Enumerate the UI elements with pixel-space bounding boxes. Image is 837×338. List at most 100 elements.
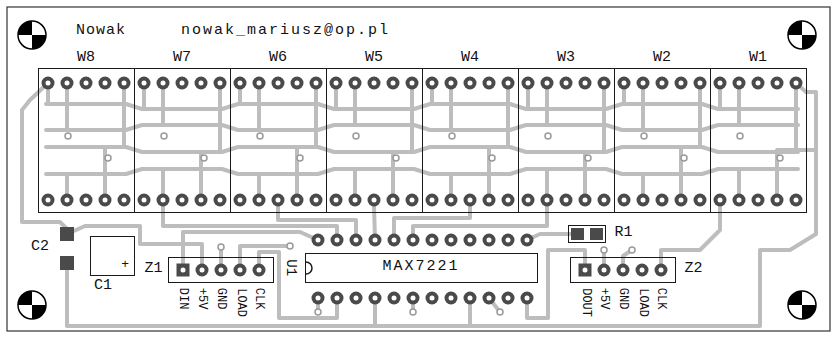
solder-pad (636, 264, 649, 277)
solder-pad (598, 264, 611, 277)
solder-pad (560, 194, 573, 207)
pad-hole (640, 268, 645, 273)
pad-copper (521, 234, 534, 247)
via (681, 155, 687, 161)
copper-trace (698, 83, 702, 147)
pad-hole (373, 296, 378, 301)
mark-ring (788, 21, 816, 49)
copper-trace (259, 252, 337, 318)
solder-pad (790, 194, 803, 207)
pad-hole (353, 198, 358, 203)
solder-pad (637, 194, 650, 207)
pad-hole (679, 81, 684, 86)
pad-hole (506, 81, 511, 86)
solder-pad (752, 194, 765, 207)
solder-pad (387, 77, 400, 90)
pad-hole (353, 81, 358, 86)
pad-copper (771, 77, 784, 90)
pad-hole (718, 81, 723, 86)
copper-trace (794, 83, 798, 152)
solder-pad (80, 77, 93, 90)
pad-copper (331, 292, 344, 305)
pad-copper (502, 292, 515, 305)
pad-copper (196, 264, 209, 277)
solder-pad (272, 194, 285, 207)
pad-copper (598, 194, 611, 207)
pad-copper (177, 264, 190, 277)
pad-hole (526, 198, 531, 203)
author-name: Nowak (75, 23, 127, 40)
pad-copper (349, 77, 362, 90)
copper-trace (410, 83, 414, 152)
solder-pad (733, 194, 746, 207)
capacitor-outline: C1+ (90, 236, 135, 276)
pad-copper (464, 292, 477, 305)
pad-copper (541, 194, 554, 207)
via (393, 155, 399, 161)
pad-hole (564, 81, 569, 86)
copper-trace (218, 83, 222, 152)
solder-pad (541, 194, 554, 207)
pad-hole (506, 296, 511, 301)
pin-name: CLK (252, 287, 265, 311)
pad-hole (257, 81, 262, 86)
mark-quadrant (18, 291, 32, 305)
pad-copper (80, 194, 93, 207)
pad-hole (602, 81, 607, 86)
pad-copper (234, 77, 247, 90)
pad-hole (219, 268, 224, 273)
pad-copper (138, 77, 151, 90)
solder-pad (138, 77, 151, 90)
mark-quadrant (788, 291, 802, 305)
via (218, 244, 224, 250)
pad-hole (335, 238, 340, 243)
pad-copper (579, 194, 592, 207)
pad-copper (406, 77, 419, 90)
pad-hole (775, 81, 780, 86)
pad-copper (445, 292, 458, 305)
pad-hole (449, 238, 454, 243)
solder-pad (61, 194, 74, 207)
pad-copper (464, 77, 477, 90)
via (545, 133, 551, 139)
copper-trace (314, 83, 318, 147)
pad-copper (312, 292, 325, 305)
solder-pad (483, 292, 496, 305)
pad-copper (99, 194, 112, 207)
solder-pad (253, 264, 266, 277)
mark-quadrant (802, 35, 816, 49)
part-designator: W3 (556, 50, 576, 67)
pad-copper (99, 77, 112, 90)
via (777, 155, 783, 161)
solder-pad (177, 264, 190, 277)
pad-hole (602, 198, 607, 203)
pad-hole (622, 198, 627, 203)
pad-copper (714, 77, 727, 90)
pad-copper (618, 77, 631, 90)
via (297, 155, 303, 161)
solder-pad (445, 234, 458, 247)
solder-pad (195, 77, 208, 90)
mark-quadrant (32, 35, 46, 49)
solder-pad (195, 194, 208, 207)
pad-hole (411, 296, 416, 301)
pad-hole (468, 238, 473, 243)
mark-quadrant (802, 305, 816, 319)
pin-name: +5V (597, 287, 610, 311)
solder-pad (637, 77, 650, 90)
pad-hole (506, 238, 511, 243)
digit-display: W6 (230, 68, 327, 213)
via (737, 133, 743, 139)
solder-pad (80, 194, 93, 207)
solder-pad (502, 194, 515, 207)
pad-copper (330, 77, 343, 90)
pin-name: GND (616, 287, 629, 311)
pad-hole (583, 81, 588, 86)
pad-hole (142, 198, 147, 203)
solder-pad (61, 77, 74, 90)
part-designator: R1 (614, 225, 634, 242)
solder-pad (464, 292, 477, 305)
pad-hole (84, 198, 89, 203)
pad-hole (372, 198, 377, 203)
pad-hole (737, 81, 742, 86)
